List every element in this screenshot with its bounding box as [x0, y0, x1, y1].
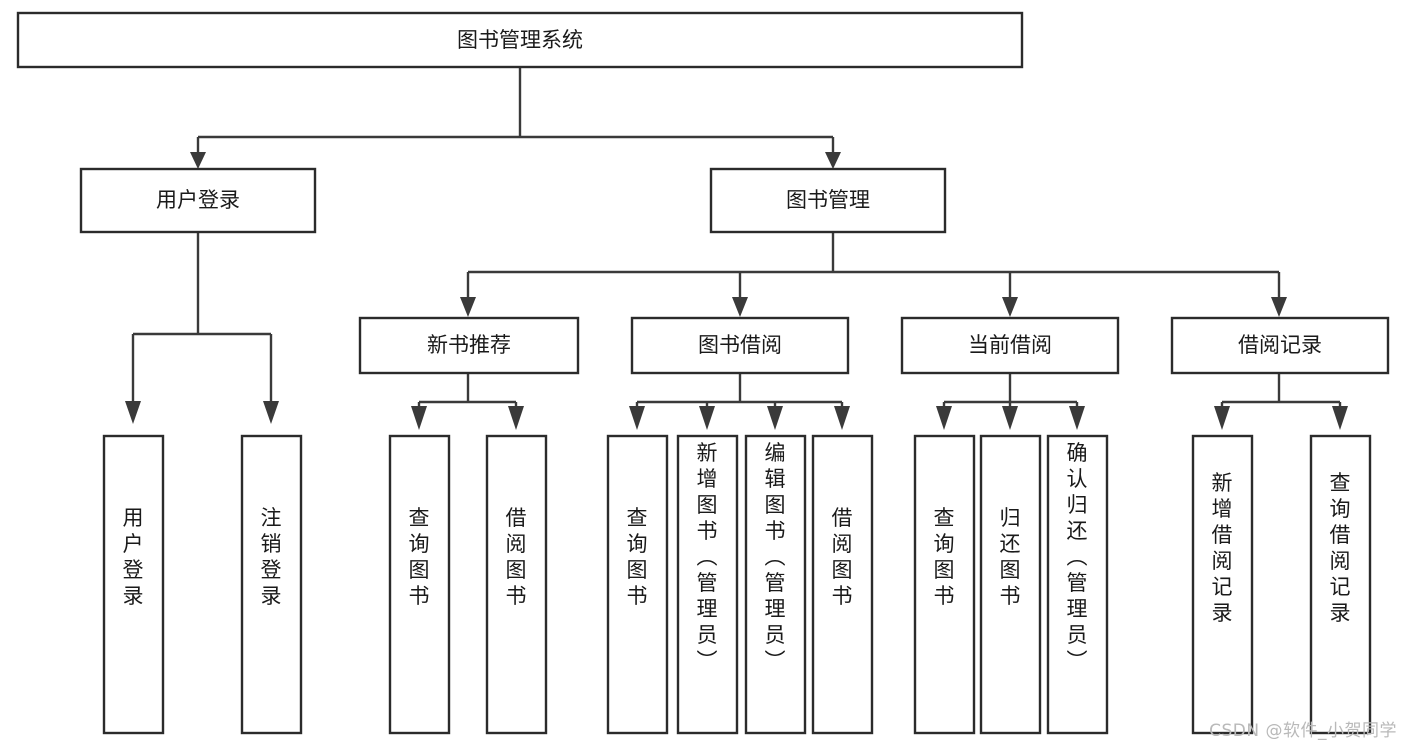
- node-user-login-label: 用户登录: [156, 188, 240, 212]
- leaf-borrow-book-1-label: 借阅图书: [506, 506, 527, 608]
- node-root-label: 图书管理系统: [457, 28, 583, 52]
- node-borrow-record-box[interactable]: [1170, 316, 1390, 375]
- leaf-logout-login[interactable]: 注销登录: [240, 434, 303, 735]
- leaf-confirm-return[interactable]: 确认归还︵管理员︶: [1046, 434, 1109, 735]
- leaf-query-book-1[interactable]: 查询图书: [388, 434, 451, 735]
- leaf-user-login[interactable]: 用户登录: [102, 434, 165, 735]
- leaf-logout-login-box[interactable]: [240, 434, 303, 735]
- leaf-add-book-box[interactable]: [676, 434, 739, 735]
- node-current-borrow[interactable]: 当前借阅: [900, 316, 1120, 375]
- arrow-to-user-login: [190, 152, 206, 169]
- leaf-borrow-book-1-box[interactable]: [485, 434, 548, 735]
- arrow-leaf-query-book-1: [411, 406, 427, 430]
- leaf-query-record-label: 查询借阅记录: [1330, 471, 1351, 625]
- connectors-root-to-level1: [190, 67, 841, 169]
- leaf-add-book[interactable]: 新增图书︵管理员︶: [676, 434, 739, 735]
- node-new-book-recommend[interactable]: 新书推荐: [358, 316, 580, 375]
- node-user-login-box[interactable]: [79, 167, 317, 234]
- leaf-query-book-1-label: 查询图书: [409, 506, 430, 608]
- connectors-book-management-to-level2: [460, 232, 1287, 317]
- leaf-user-login-label: 用户登录: [123, 506, 144, 608]
- node-book-borrow[interactable]: 图书借阅: [630, 316, 850, 375]
- node-new-book-recommend-label: 新书推荐: [427, 333, 511, 357]
- leaf-query-book-3-label: 查询图书: [934, 506, 955, 608]
- arrow-leaf-borrow-book-2: [834, 406, 850, 430]
- leaf-add-record-box[interactable]: [1191, 434, 1254, 735]
- arrow-leaf-confirm-return: [1069, 406, 1085, 430]
- connectors-new-book-to-leaves: [411, 373, 524, 430]
- arrow-to-borrow-record: [1271, 297, 1287, 317]
- arrow-leaf-add-book: [699, 406, 715, 430]
- arrow-leaf-query-book-2: [629, 406, 645, 430]
- leaf-add-record[interactable]: 新增借阅记录: [1191, 434, 1254, 735]
- leaf-edit-book-label: 编辑图书︵管理员︶: [765, 441, 786, 673]
- leaf-query-book-2-label: 查询图书: [627, 506, 648, 608]
- node-borrow-record-label: 借阅记录: [1238, 333, 1322, 357]
- arrow-leaf-logout-login: [263, 401, 279, 424]
- node-root-box[interactable]: [16, 11, 1024, 69]
- arrow-leaf-borrow-book-1: [508, 406, 524, 430]
- leaf-user-login-box[interactable]: [102, 434, 165, 735]
- node-book-management-label: 图书管理: [786, 188, 870, 212]
- connectors-user-login-to-leaves: [125, 232, 279, 424]
- leaf-query-book-2[interactable]: 查询图书: [606, 434, 669, 735]
- node-book-borrow-box[interactable]: [630, 316, 850, 375]
- leaf-confirm-return-label: 确认归还︵管理员︶: [1067, 441, 1088, 673]
- arrow-leaf-query-record: [1332, 406, 1348, 430]
- arrow-leaf-query-book-3: [936, 406, 952, 430]
- leaf-query-record[interactable]: 查询借阅记录: [1309, 434, 1372, 735]
- node-current-borrow-box[interactable]: [900, 316, 1120, 375]
- arrow-leaf-edit-book: [767, 406, 783, 430]
- leaf-add-record-label: 新增借阅记录: [1212, 471, 1233, 625]
- arrow-to-new-book-recommend: [460, 297, 476, 317]
- leaf-query-book-1-box[interactable]: [388, 434, 451, 735]
- node-book-management-box[interactable]: [709, 167, 947, 234]
- leaf-edit-book-box[interactable]: [744, 434, 807, 735]
- leaf-logout-login-label: 注销登录: [261, 506, 282, 608]
- arrow-to-book-management: [825, 152, 841, 169]
- leaf-borrow-book-1[interactable]: 借阅图书: [485, 434, 548, 735]
- csdn-watermark: CSDN @软件_小贺同学: [1209, 721, 1397, 741]
- leaf-query-record-box[interactable]: [1309, 434, 1372, 735]
- connectors-book-borrow-to-leaves: [629, 373, 850, 430]
- node-user-login[interactable]: 用户登录: [79, 167, 317, 234]
- connectors-current-borrow-to-leaves: [936, 373, 1085, 430]
- leaf-borrow-book-2[interactable]: 借阅图书: [811, 434, 874, 735]
- node-new-book-recommend-box[interactable]: [358, 316, 580, 375]
- node-borrow-record[interactable]: 借阅记录: [1170, 316, 1390, 375]
- leaf-return-book-box[interactable]: [979, 434, 1042, 735]
- leaf-edit-book[interactable]: 编辑图书︵管理员︶: [744, 434, 807, 735]
- leaf-query-book-3[interactable]: 查询图书: [913, 434, 976, 735]
- leaf-query-book-3-box[interactable]: [913, 434, 976, 735]
- node-book-management[interactable]: 图书管理: [709, 167, 947, 234]
- leaf-return-book[interactable]: 归还图书: [979, 434, 1042, 735]
- node-root[interactable]: 图书管理系统: [16, 11, 1024, 69]
- node-current-borrow-label: 当前借阅: [968, 333, 1052, 357]
- leaf-add-book-label: 新增图书︵管理员︶: [697, 441, 718, 673]
- arrow-to-book-borrow: [732, 297, 748, 317]
- arrow-leaf-add-record: [1214, 406, 1230, 430]
- leaf-return-book-label: 归还图书: [1000, 506, 1021, 608]
- arrow-leaf-return-book: [1002, 406, 1018, 430]
- node-book-borrow-label: 图书借阅: [698, 333, 782, 357]
- connectors-borrow-record-to-leaves: [1214, 373, 1348, 430]
- leaf-borrow-book-2-box[interactable]: [811, 434, 874, 735]
- leaf-query-book-2-box[interactable]: [606, 434, 669, 735]
- arrow-to-current-borrow: [1002, 297, 1018, 317]
- leaf-confirm-return-box[interactable]: [1046, 434, 1109, 735]
- arrow-leaf-user-login: [125, 401, 141, 424]
- leaf-borrow-book-2-label: 借阅图书: [832, 506, 853, 608]
